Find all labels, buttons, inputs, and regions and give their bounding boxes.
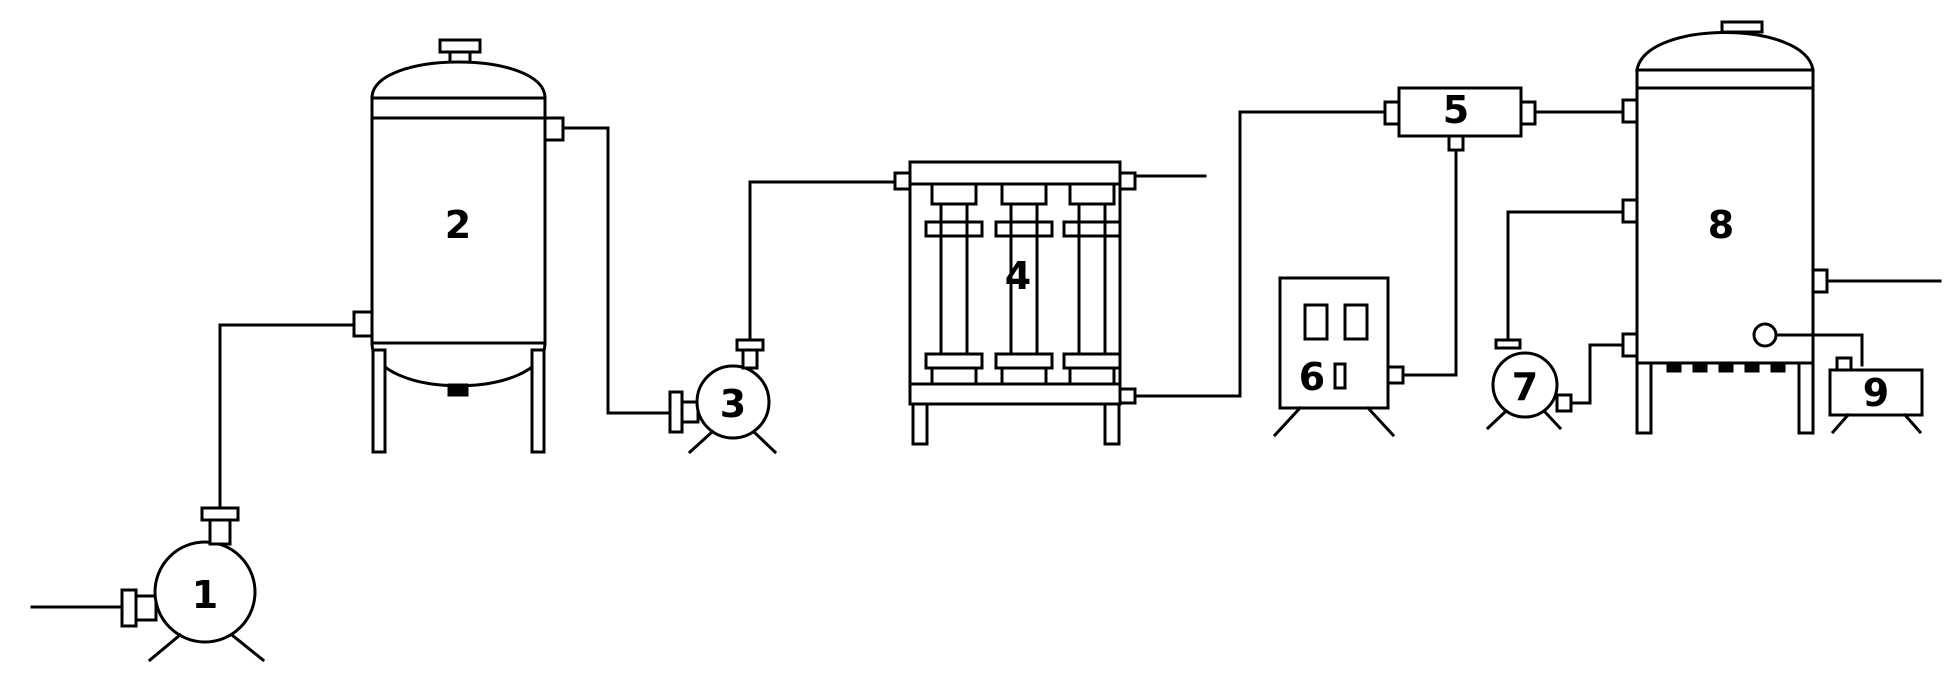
pipe-2-to-3: [561, 126, 672, 415]
filter-column-2: [994, 182, 1054, 386]
pump-9: 9: [1828, 356, 1924, 435]
pipe-8-to-7: [1506, 210, 1627, 342]
label-8: 8: [1708, 203, 1734, 247]
unit-5: 5: [1383, 86, 1537, 152]
pipe-5-to-6: [1401, 148, 1458, 377]
label-4: 4: [1005, 254, 1031, 298]
filter-column-3: [1062, 182, 1122, 386]
tank-8: 8: [1621, 20, 1942, 435]
control-cabinet-6: 6: [1272, 276, 1405, 438]
pipe-4-to-5: [1133, 110, 1387, 398]
pipe-7-to-8: [1569, 343, 1627, 405]
pipe-8-to-9: [1774, 333, 1864, 367]
label-1: 1: [192, 573, 218, 617]
label-3: 3: [720, 382, 746, 426]
label-9: 9: [1863, 371, 1889, 415]
filter-unit-4: 4: [893, 160, 1207, 446]
label-5: 5: [1443, 88, 1469, 132]
label-2: 2: [445, 203, 471, 247]
label-7: 7: [1512, 365, 1538, 409]
label-6: 6: [1299, 355, 1325, 399]
pipe-3-to-4: [748, 180, 897, 342]
pipe-1-to-2: [218, 323, 357, 510]
pump-3: 3: [668, 338, 778, 455]
pump-1: 1: [30, 506, 266, 663]
tank-2: 2: [352, 38, 565, 454]
pump-7: 7: [1485, 338, 1573, 431]
filter-column-1: [924, 182, 984, 386]
